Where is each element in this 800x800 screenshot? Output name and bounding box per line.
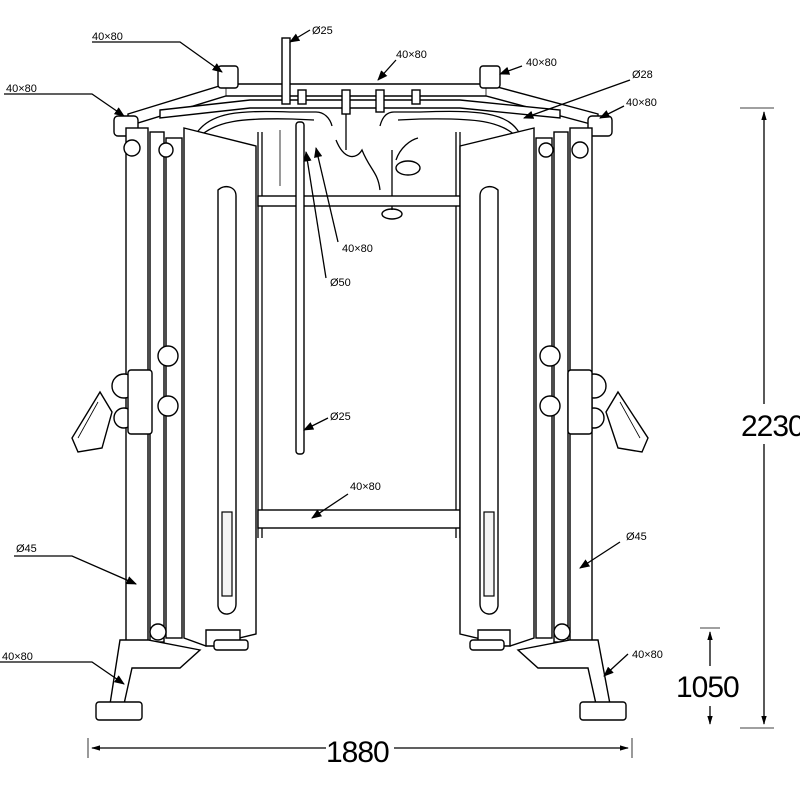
- label-right-corner-tube: 40×80: [626, 97, 657, 109]
- label-pulley-dia: Ø50: [330, 277, 351, 289]
- dim-total-width: 1880: [326, 736, 389, 769]
- label-top-left-tube: 40×80: [92, 31, 123, 43]
- label-right-post-dia: Ø45: [626, 531, 647, 543]
- label-left-corner-tube: 40×80: [6, 83, 37, 95]
- label-right-corner-dia: Ø28: [632, 69, 653, 81]
- label-top-bar-dia: Ø25: [312, 25, 333, 37]
- label-low-cross-tube: 40×80: [350, 481, 381, 493]
- label-top-cross-tube: 40×80: [396, 49, 427, 61]
- label-right-foot-tube: 40×80: [632, 649, 663, 661]
- label-left-post-dia: Ø45: [16, 543, 37, 555]
- dim-handle-height: 1050: [676, 671, 739, 704]
- label-mid-tube: 40×80: [342, 243, 373, 255]
- rear-frame: [257, 121, 461, 538]
- callout-leaders: [0, 29, 631, 685]
- label-bar-dia: Ø25: [330, 411, 351, 423]
- dimension-values: 2230 1050 1880: [326, 410, 800, 769]
- label-top-right-tube: 40×80: [526, 57, 557, 69]
- left-tower: [71, 127, 257, 721]
- right-tower: [459, 127, 649, 721]
- label-left-foot-tube: 40×80: [2, 651, 33, 663]
- machine-drawing: [71, 37, 649, 721]
- callout-labels: 40×80 40×80 Ø25 40×80 40×80 Ø28 40×80 40…: [2, 25, 663, 663]
- dim-total-height: 2230: [741, 410, 800, 443]
